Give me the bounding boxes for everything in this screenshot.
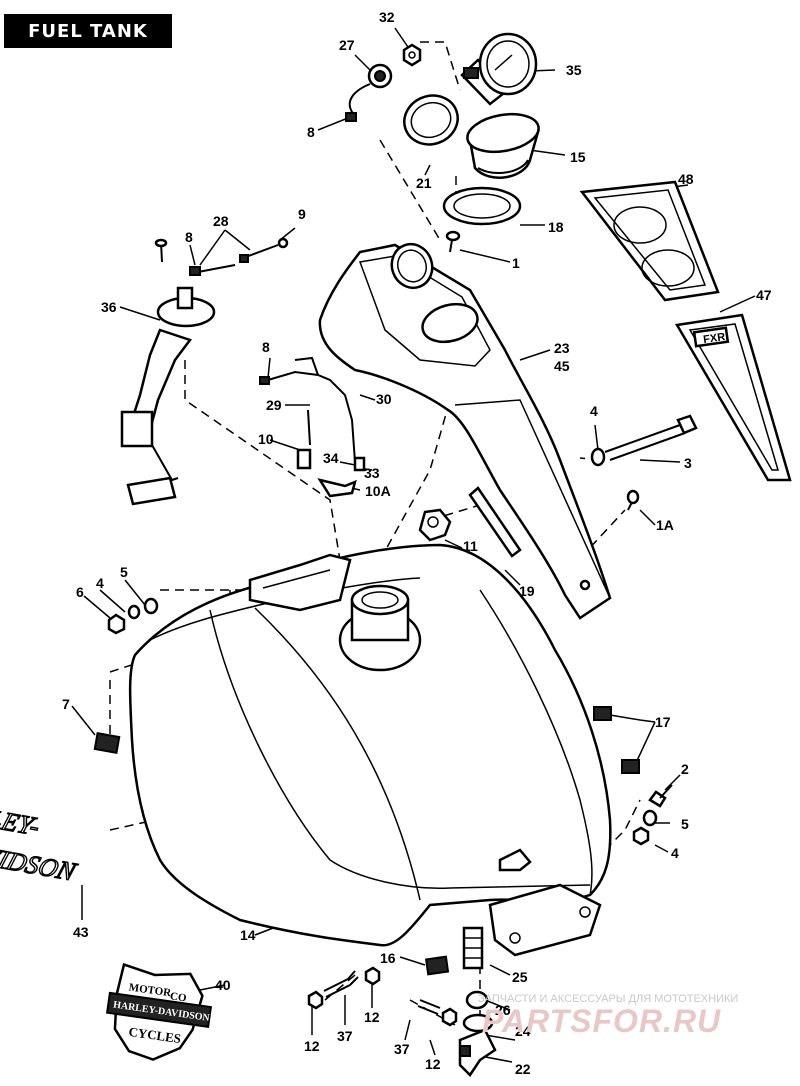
page-title: FUEL TANK [4, 14, 172, 48]
label-5-right: 5 [681, 816, 689, 832]
watermark-tagline: ЗАПЧАСТИ И АКСЕССУАРЫ ДЛЯ МОТОТЕХНИКИ [478, 993, 738, 1005]
label-10a: 10A [365, 483, 391, 499]
watermark-site: PARTSFOR.RU [482, 1003, 721, 1039]
harley-davidson-script-43: HARLEY- DAVIDSON [0, 795, 81, 887]
wires-28-9 [189, 237, 289, 276]
label-36: 36 [101, 299, 117, 315]
gasket-48 [579, 180, 720, 302]
label-35: 35 [566, 62, 582, 78]
filter-25 [462, 926, 484, 970]
label-26: 26 [495, 1002, 511, 1018]
label-25: 25 [512, 969, 528, 985]
label-8-wire: 8 [185, 229, 193, 245]
label-24: 24 [515, 1023, 531, 1039]
badge-47: FXR [674, 313, 792, 482]
label-23: 23 [554, 340, 570, 356]
screw-1a [626, 489, 640, 511]
bolt-3 [590, 414, 698, 467]
label-8-harness: 8 [262, 339, 270, 355]
label-45: 45 [554, 358, 570, 374]
pads-17 [593, 706, 640, 774]
label-12-left: 12 [304, 1038, 320, 1054]
label-19: 19 [519, 583, 535, 599]
label-43: 43 [73, 924, 89, 940]
trim-ring-21 [403, 94, 459, 146]
label-21: 21 [416, 175, 432, 191]
harness-29-30 [259, 356, 366, 472]
label-28: 28 [213, 213, 229, 229]
label-4-left: 4 [96, 575, 104, 591]
label-37-left: 37 [337, 1028, 353, 1044]
logo-harley: HARLEY- [0, 795, 44, 841]
filler-cap [466, 112, 540, 179]
label-29: 29 [266, 397, 282, 413]
clip-10a [317, 478, 357, 498]
nut-32 [402, 43, 422, 67]
label-5-left: 5 [120, 564, 128, 580]
label-37-right: 37 [394, 1041, 410, 1057]
bar-shield-logo-40: MOTOR CO HARLEY-DAVIDSON CYCLES [105, 962, 213, 1061]
part-labels: 32 27 35 8 21 15 48 28 9 8 18 1 36 47 8 … [62, 9, 772, 1077]
label-11: 11 [463, 538, 478, 554]
label-3: 3 [684, 455, 692, 471]
label-8-sender: 8 [307, 124, 315, 140]
screw-1 [445, 230, 461, 253]
label-4-right: 4 [671, 845, 679, 861]
label-33: 33 [364, 465, 380, 481]
label-6: 6 [76, 584, 84, 600]
label-15: 15 [570, 149, 586, 165]
shield-co: CO [169, 990, 187, 1004]
fuel-gauge [460, 32, 538, 106]
label-9: 9 [298, 206, 306, 222]
logo-davidson: DAVIDSON [0, 836, 81, 886]
label-22: 22 [515, 1061, 531, 1077]
hardware-right [632, 784, 673, 846]
pad-7 [93, 732, 121, 754]
fuel-tank-14 [128, 543, 612, 957]
watermark: ЗАПЧАСТИ И АКСЕССУАРЫ ДЛЯ МОТОТЕХНИКИ PA… [478, 993, 738, 1039]
screw-8-left [154, 238, 168, 263]
gasket-ring-18 [442, 186, 522, 226]
label-30: 30 [376, 391, 392, 407]
label-17: 17 [655, 714, 671, 730]
label-47: 47 [756, 287, 772, 303]
strip-19 [468, 486, 522, 558]
fuel-lines-37 [307, 966, 458, 1027]
label-10: 10 [258, 431, 274, 447]
label-1: 1 [512, 255, 520, 271]
label-16: 16 [380, 950, 396, 966]
pad-16 [424, 955, 450, 976]
hardware-left [107, 597, 159, 635]
label-32: 32 [379, 9, 395, 25]
label-4-bolt: 4 [590, 403, 598, 419]
bracket-11 [418, 508, 452, 542]
console-23-45 [318, 242, 612, 620]
label-34: 34 [323, 450, 339, 466]
label-14: 14 [240, 927, 256, 943]
label-27: 27 [339, 37, 355, 53]
sender-36 [120, 286, 216, 506]
label-12-right: 12 [425, 1056, 441, 1072]
label-40: 40 [215, 977, 231, 993]
label-7: 7 [62, 696, 70, 712]
label-1a: 1A [656, 517, 674, 533]
label-18: 18 [548, 219, 564, 235]
petcock-22 [458, 990, 497, 1077]
label-12-mid: 12 [364, 1009, 380, 1025]
shield-cycles: CYCLES [128, 1024, 182, 1046]
label-2: 2 [681, 761, 689, 777]
grommet-27 [345, 63, 393, 122]
badge-text: FXR [703, 331, 727, 346]
label-48: 48 [678, 171, 694, 187]
